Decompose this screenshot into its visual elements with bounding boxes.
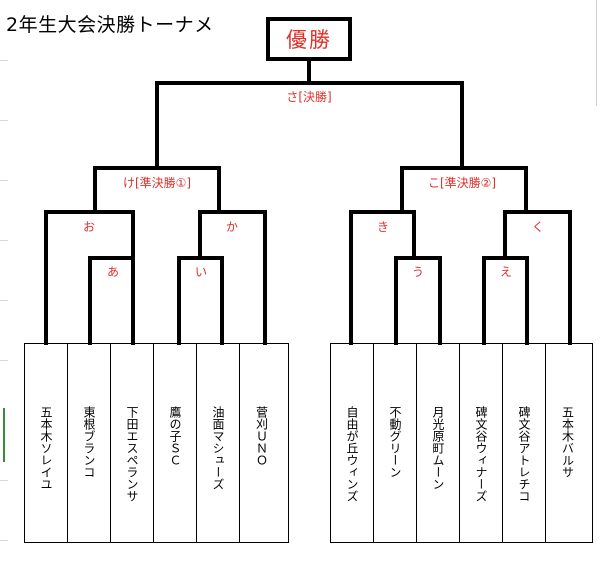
team-cell: 五本木バルサ: [546, 344, 589, 542]
semi-right-label: こ[準決勝②]: [425, 176, 499, 190]
team-cell: 菅刈ＵＮＯ: [240, 344, 283, 542]
match-u-label: う: [409, 265, 427, 279]
team-name: 五本木ソレイユ: [39, 406, 53, 490]
team-table-left: 五本木ソレイユ 東根ブランコ 下田エスペランサ 鷹の子ＳＣ 油面マシューズ 菅刈…: [24, 343, 289, 543]
team-cell: 下田エスペランサ: [111, 344, 154, 542]
row-gridline: [0, 240, 8, 241]
match-e-label: え: [497, 265, 515, 279]
team-name: 菅刈ＵＮＯ: [254, 406, 269, 466]
match-o-label: お: [80, 220, 98, 234]
team-name: 不動グリーン: [388, 406, 402, 478]
match-ki-connector: [349, 210, 416, 345]
match-ku-connector: [503, 210, 572, 345]
match-ka-label: か: [223, 220, 241, 234]
match-u-connector: [394, 256, 442, 345]
cell-selection-marker: [3, 408, 5, 462]
team-cell: 碑文谷ウィナーズ: [460, 344, 503, 542]
match-i-connector: [177, 256, 224, 345]
team-name: 月光原町ムーン: [431, 406, 445, 490]
team-cell: 鷹の子ＳＣ: [154, 344, 197, 542]
match-ku-label: く: [529, 220, 547, 234]
final-connector: [155, 81, 464, 170]
champion-label: 優勝: [286, 28, 332, 52]
row-gridline: [0, 540, 8, 541]
champion-box: 優勝: [266, 17, 352, 61]
team-cell: 不動グリーン: [374, 344, 417, 542]
semi-right-connector: [400, 166, 528, 214]
team-cell: 油面マシューズ: [197, 344, 240, 542]
match-ka-connector: [198, 210, 267, 345]
team-table-right: 自由が丘ウィンズ 不動グリーン 月光原町ムーン 碑文谷ウィナーズ 碑文谷アトレチ…: [330, 343, 593, 543]
semi-left-connector: [93, 166, 221, 214]
match-i-label: い: [192, 265, 210, 279]
team-cell: 東根ブランコ: [68, 344, 111, 542]
final-label: さ[決勝]: [284, 90, 334, 104]
team-name: 東根ブランコ: [82, 406, 96, 478]
semi-left-label: け[準決勝①]: [120, 176, 194, 190]
team-cell: 自由が丘ウィンズ: [331, 344, 374, 542]
team-name: 碑文谷ウィナーズ: [474, 406, 488, 502]
tournament-title: 2年生大会決勝トーナメ: [6, 14, 214, 36]
team-cell: 五本木ソレイユ: [25, 344, 68, 542]
match-a-label: あ: [104, 265, 122, 279]
row-gridline: [0, 360, 8, 361]
team-name: 油面マシューズ: [211, 406, 225, 490]
row-gridline: [0, 180, 8, 181]
match-o-connector: [44, 210, 135, 345]
team-name: 自由が丘ウィンズ: [345, 406, 359, 502]
row-gridline: [0, 60, 8, 61]
team-name: 碑文谷アトレチコ: [517, 406, 531, 502]
team-cell: 月光原町ムーン: [417, 344, 460, 542]
row-gridline: [0, 120, 8, 121]
column-edge: [596, 0, 597, 106]
team-name: 鷹の子ＳＣ: [168, 406, 182, 466]
row-gridline: [0, 480, 8, 481]
match-e-connector: [482, 256, 529, 345]
team-cell: 碑文谷アトレチコ: [503, 344, 546, 542]
team-name: 下田エスペランサ: [125, 406, 139, 502]
match-ki-label: き: [374, 220, 392, 234]
team-name: 五本木バルサ: [560, 406, 575, 478]
match-a-connector: [88, 256, 135, 345]
row-gridline: [0, 300, 8, 301]
